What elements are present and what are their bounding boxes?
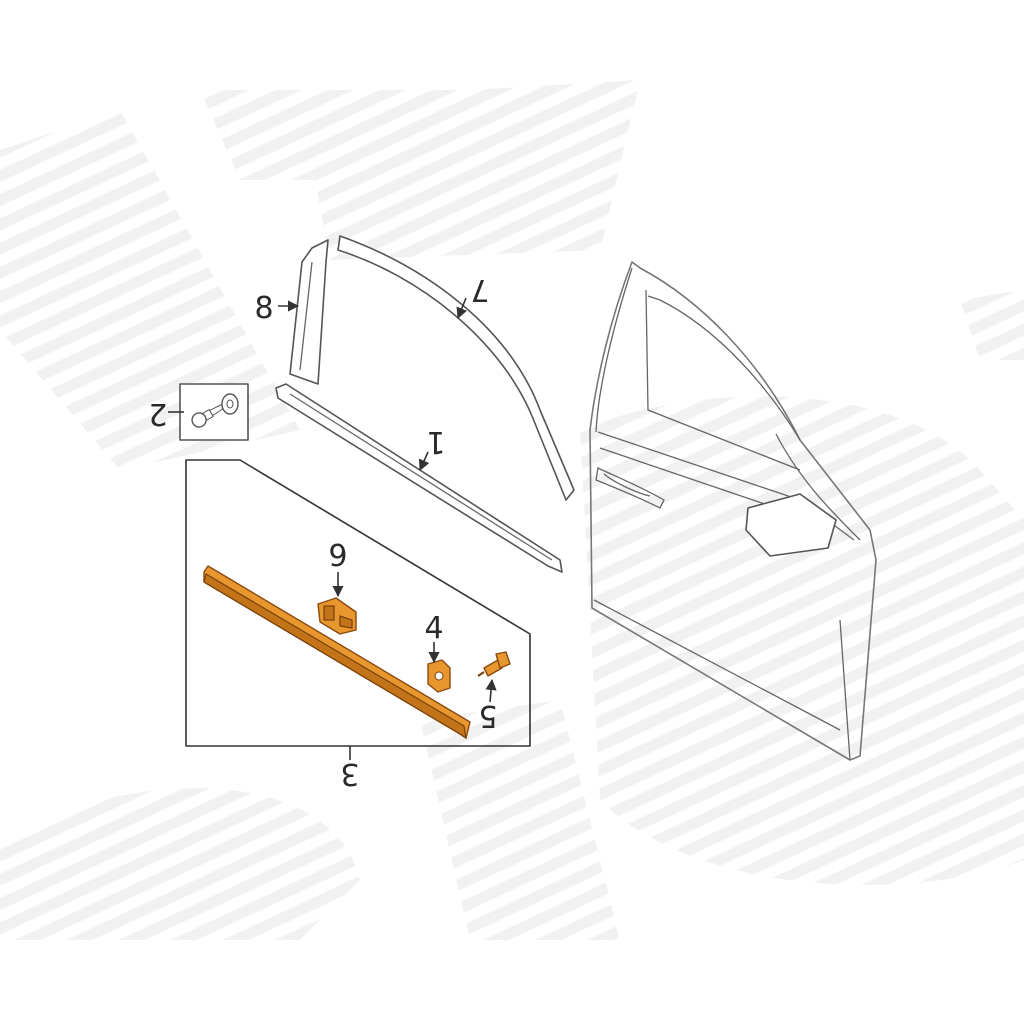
callout-3: 3	[340, 756, 359, 791]
screw-and-washer-part-2	[179, 383, 249, 441]
front-door-outline	[589, 261, 877, 761]
moulding-clip-part-6	[317, 597, 357, 635]
callout-1: 1	[426, 424, 445, 459]
callout-2: 2	[148, 396, 167, 431]
callout-6: 6	[328, 536, 347, 571]
pillar-trim-part-8	[289, 239, 329, 385]
callout-4: 4	[424, 611, 443, 646]
callout-5: 5	[478, 698, 497, 733]
window-frame-moulding-part-7	[337, 235, 575, 501]
moulding-clip-part-4	[427, 659, 451, 693]
leader-lines	[168, 297, 497, 760]
moulding-screw-part-5	[477, 651, 511, 677]
callout-8: 8	[254, 291, 273, 326]
door-moulding-strip	[203, 565, 471, 740]
watermark-logo	[0, 80, 1024, 940]
moulding-kit-box-part-3	[185, 459, 531, 747]
belt-weatherstrip-part-1	[275, 383, 563, 573]
callout-7: 7	[470, 272, 489, 307]
